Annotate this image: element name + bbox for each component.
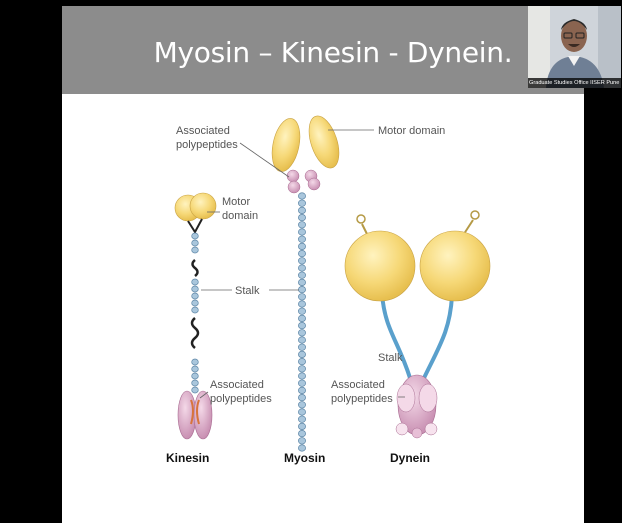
kinesin-stalk-middle bbox=[192, 279, 199, 313]
stalk-bead bbox=[192, 300, 199, 306]
label-associated-polypeptides-dynein-2: polypeptides bbox=[331, 393, 393, 405]
label-associated-polypeptides-kinesin-2: polypeptides bbox=[210, 393, 272, 405]
stalk-bead bbox=[298, 243, 305, 249]
kinesin-motor-head-right bbox=[190, 193, 216, 219]
dynein-stalk-right bbox=[424, 296, 452, 378]
stalk-bead bbox=[192, 279, 199, 285]
stalk-bead bbox=[298, 250, 305, 256]
stalk-bead bbox=[192, 380, 199, 386]
stalk-bead bbox=[298, 351, 305, 357]
stalk-bead bbox=[192, 247, 199, 253]
label-motor-domain-top: Motor domain bbox=[378, 125, 445, 137]
stalk-bead bbox=[298, 265, 305, 271]
stalk-bead bbox=[298, 308, 305, 314]
myosin-stalk bbox=[298, 193, 305, 451]
label-kinesin: Kinesin bbox=[166, 451, 209, 465]
stalk-bead bbox=[298, 193, 305, 199]
stalk-bead bbox=[298, 387, 305, 393]
myosin-motor-head-left bbox=[268, 116, 305, 174]
stalk-bead bbox=[298, 200, 305, 206]
stalk-bead bbox=[298, 373, 305, 379]
stalk-bead bbox=[298, 272, 305, 278]
stalk-bead bbox=[192, 366, 199, 372]
stalk-bead bbox=[192, 240, 199, 246]
dynein-associated-polypeptides bbox=[396, 375, 437, 438]
stalk-bead bbox=[298, 229, 305, 235]
stalk-bead bbox=[192, 387, 199, 393]
stalk-bead bbox=[192, 286, 199, 292]
label-associated-polypeptides-dynein-1: Associated bbox=[331, 379, 385, 391]
stalk-bead bbox=[192, 307, 199, 313]
label-myosin: Myosin bbox=[284, 451, 325, 465]
stalk-bead bbox=[298, 315, 305, 321]
kinesin-hinge-1 bbox=[193, 260, 198, 276]
stalk-bead bbox=[298, 430, 305, 436]
stalk-bead bbox=[298, 330, 305, 336]
stalk-bead bbox=[192, 373, 199, 379]
dynein-stalk-left bbox=[382, 294, 410, 378]
stalk-bead bbox=[298, 214, 305, 220]
dynein-motor-head-left bbox=[345, 231, 415, 301]
stalk-bead bbox=[298, 258, 305, 264]
kinesin-associated-polypeptides bbox=[178, 391, 212, 439]
stalk-bead bbox=[298, 286, 305, 292]
stalk-bead bbox=[298, 394, 305, 400]
stalk-bead bbox=[298, 236, 305, 242]
stalk-bead bbox=[298, 438, 305, 444]
stalk-bead bbox=[298, 409, 305, 415]
participant-name: Graduate Studies Office IISER Pune bbox=[528, 78, 621, 88]
dynein-microtubule-binding-left bbox=[357, 215, 365, 223]
stalk-bead bbox=[298, 337, 305, 343]
stalk-bead bbox=[298, 322, 305, 328]
stalk-bead bbox=[192, 359, 199, 365]
stalk-bead bbox=[298, 416, 305, 422]
label-associated-polypeptides-top-2: polypeptides bbox=[176, 139, 238, 151]
myosin-motor-head-right bbox=[303, 112, 344, 171]
myosin-light-chains bbox=[287, 170, 320, 193]
label-motor-domain-left-2: domain bbox=[222, 210, 258, 222]
stalk-bead bbox=[298, 358, 305, 364]
label-associated-polypeptides-kinesin-1: Associated bbox=[210, 379, 264, 391]
stalk-bead bbox=[192, 233, 199, 239]
kinesin-stalk-lower bbox=[192, 359, 199, 393]
stalk-bead bbox=[298, 294, 305, 300]
kinesin-hinge-2 bbox=[192, 318, 198, 348]
stalk-bead bbox=[298, 402, 305, 408]
dynein-motor-head-right bbox=[420, 231, 490, 301]
label-associated-polypeptides-top-1: Associated bbox=[176, 125, 230, 137]
stalk-bead bbox=[298, 279, 305, 285]
label-motor-domain-left-1: Motor bbox=[222, 196, 250, 208]
label-stalk-middle: Stalk bbox=[235, 285, 260, 297]
participant-video-tile[interactable]: Graduate Studies Office IISER Pune bbox=[528, 6, 621, 88]
stalk-bead bbox=[298, 301, 305, 307]
label-stalk-dynein: Stalk bbox=[378, 352, 403, 364]
dynein-microtubule-binding-right bbox=[471, 211, 479, 219]
label-dynein: Dynein bbox=[390, 451, 430, 465]
participant-avatar bbox=[528, 6, 621, 88]
stalk-bead bbox=[298, 222, 305, 228]
stalk-bead bbox=[298, 423, 305, 429]
stalk-bead bbox=[192, 293, 199, 299]
stalk-bead bbox=[298, 380, 305, 386]
stalk-bead bbox=[298, 207, 305, 213]
kinesin-stalk-upper bbox=[192, 233, 199, 253]
stalk-bead bbox=[298, 366, 305, 372]
stalk-bead bbox=[298, 344, 305, 350]
